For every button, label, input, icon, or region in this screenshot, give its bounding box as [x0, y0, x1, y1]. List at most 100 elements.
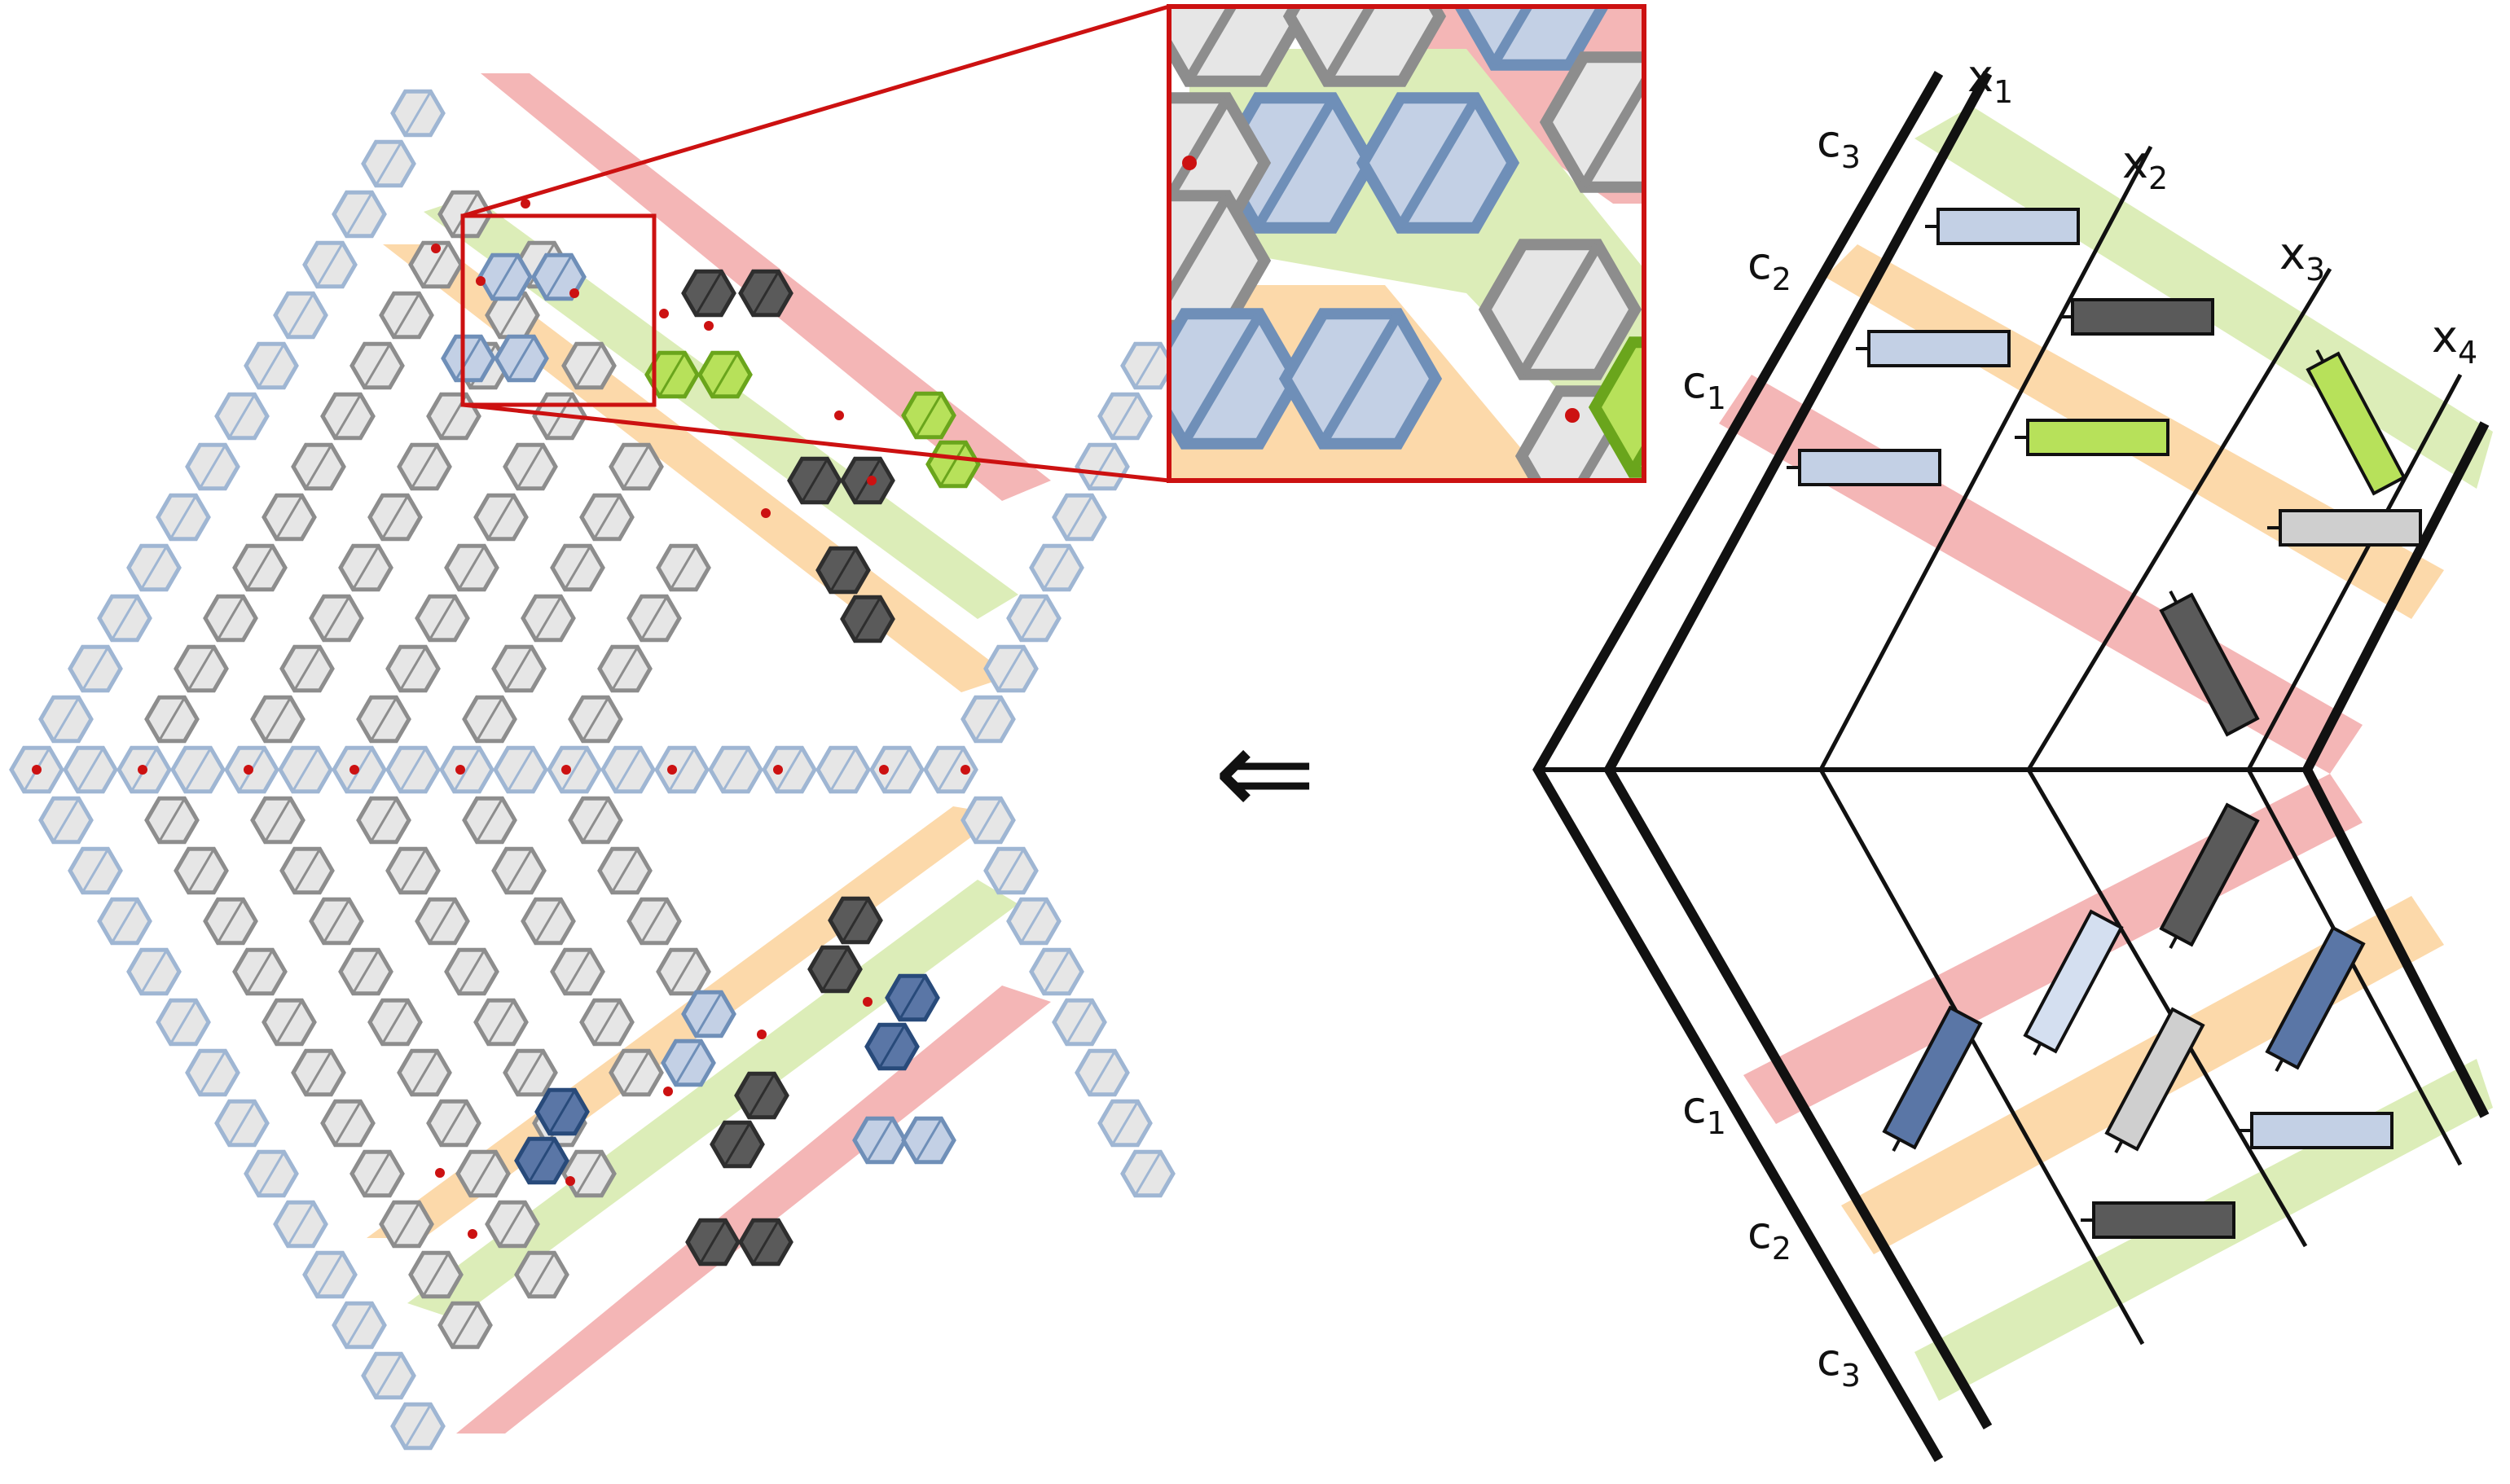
- junction-dot: [663, 1087, 673, 1096]
- hex-upper-cell-divider: [393, 292, 420, 338]
- hex-axis-cell-divider: [292, 747, 319, 792]
- gate-box-body: [2279, 509, 2422, 547]
- hex-edge-cell-divider: [1134, 343, 1162, 389]
- hex-upper-cell-divider: [487, 494, 515, 540]
- hex-upper-cell-divider: [228, 393, 256, 439]
- hex-gate-cell-divider: [695, 270, 723, 316]
- hex-gate-cell-divider: [723, 1122, 751, 1167]
- zoom-connector-top: [462, 4, 1170, 218]
- hex-edge-cell-divider: [1066, 999, 1093, 1045]
- hex-upper-cell-divider: [158, 696, 186, 742]
- hex-lower-cell-divider: [575, 1151, 603, 1196]
- hex-gate-cell-divider: [878, 1024, 906, 1069]
- hex-axis-cell-divider: [399, 747, 427, 792]
- hex-gate-cell-divider: [854, 596, 881, 642]
- hex-axis-cell-divider: [937, 747, 965, 792]
- gate-box-body: [2159, 592, 2260, 737]
- junction-dot: [960, 765, 970, 775]
- junction-dot: [667, 765, 677, 775]
- hex-upper-cell-divider: [399, 646, 427, 692]
- hex-upper-cell-divider: [564, 545, 591, 591]
- gate-box-lead: [2169, 591, 2178, 604]
- gate-box-body: [2071, 298, 2214, 336]
- gate-box-body: [2306, 351, 2407, 496]
- junction-dot: [867, 476, 877, 485]
- hex-upper-cell-divider: [275, 494, 303, 540]
- hex-lower-cell-divider: [352, 949, 380, 994]
- inset-hex-cell-divider: [1322, 7, 1377, 83]
- junction-dot: [704, 321, 714, 331]
- inset-hex-cell-divider: [1180, 312, 1264, 446]
- gate-box-body: [2026, 419, 2169, 456]
- gate-box: [2081, 1201, 2235, 1239]
- junction-dot: [349, 765, 359, 775]
- hex-lower-cell-divider: [363, 1151, 391, 1196]
- hex-upper-cell-divider: [517, 444, 544, 490]
- hex-edge-cell-divider: [997, 646, 1025, 692]
- gate-box: [1882, 1005, 1983, 1152]
- hex-edge-cell-divider: [1111, 1100, 1139, 1146]
- hex-lower-cell-divider: [429, 898, 456, 944]
- hex-lower-cell-divider: [404, 1403, 432, 1449]
- hex-upper-cell-divider: [111, 595, 138, 641]
- junction-dot: [468, 1229, 477, 1239]
- hex-lower-cell-divider: [622, 1050, 650, 1095]
- gate-box-body: [2159, 802, 2260, 947]
- junction-dot: [431, 244, 441, 253]
- hex-lower-cell-divider: [505, 848, 533, 893]
- hex-gate-cell-divider: [658, 352, 686, 397]
- hex-edge-cell-divider: [1066, 494, 1093, 540]
- hex-upper-cell-divider: [264, 696, 292, 742]
- hex-lower-cell-divider: [140, 949, 168, 994]
- inset-hex-cell: [1588, 336, 1644, 478]
- gate-box: [2239, 1112, 2394, 1149]
- label-x2: x2: [2122, 137, 2168, 196]
- gate-box-body: [2092, 1201, 2235, 1239]
- hex-lower-cell-divider: [228, 1100, 256, 1146]
- hex-gate-cell-divider: [545, 254, 573, 300]
- hex-gate-cell-divider: [711, 352, 739, 397]
- hex-gate-cell-divider: [699, 1219, 727, 1265]
- junction-dot: [863, 997, 873, 1007]
- wire-x4: [2246, 373, 2463, 1166]
- hex-gate-cell-divider: [939, 441, 967, 487]
- hex-lower-cell-divider: [422, 1252, 450, 1297]
- red-band-lower: [456, 986, 1051, 1434]
- hex-lower-cell-divider: [334, 1100, 362, 1146]
- inset-junction-dot: [1182, 156, 1197, 170]
- hex-upper-cell-divider: [381, 494, 409, 540]
- hex-lower-cell-divider: [111, 898, 138, 944]
- hex-lower-cell-divider: [169, 999, 197, 1045]
- hex-lower-cell-divider: [305, 1050, 332, 1095]
- hex-upper-cell-divider: [140, 545, 168, 591]
- gate-box-body: [1867, 330, 2011, 367]
- hex-lower-cell-divider: [593, 999, 621, 1045]
- hex-upper-cell-divider: [305, 444, 332, 490]
- hex-lower-cell-divider: [323, 898, 350, 944]
- inset-hex-cell: [1539, 51, 1644, 193]
- hex-gate-cell-divider: [491, 254, 519, 300]
- hex-lower-cell-divider: [399, 848, 427, 893]
- hex-edge-cell-divider: [1134, 1151, 1162, 1196]
- wire-schematic: x1 x2 x3 x4 c3 c2 c1 c1 c2 c3: [1532, 50, 2493, 1463]
- gate-box-body: [1798, 449, 1941, 486]
- hex-lower-cell-divider: [217, 898, 244, 944]
- label-c3-bottom: c3: [1817, 1334, 1861, 1394]
- schematic-red-band-lower: [1743, 774, 2363, 1124]
- hex-lower-cell-divider: [393, 1201, 420, 1247]
- gate-box-body: [1936, 208, 2080, 245]
- gate-box: [2159, 802, 2260, 949]
- inset-hex-cell-divider: [1169, 194, 1232, 305]
- hex-upper-cell-divider: [422, 242, 450, 288]
- hex-edge-cell-divider: [1111, 393, 1139, 439]
- zoom-inset: [1167, 4, 1646, 483]
- hex-gate-cell-divider: [508, 336, 535, 381]
- hex-lower-cell-divider: [264, 797, 292, 843]
- hex-upper-cell-divider: [411, 444, 438, 490]
- inset-hex-cell-divider: [1579, 73, 1644, 189]
- inset-junction-dot: [1565, 408, 1580, 423]
- hex-lower-cell-divider: [345, 1302, 373, 1348]
- inset-hex-cell: [1282, 7, 1447, 87]
- hex-upper-cell-divider: [52, 696, 80, 742]
